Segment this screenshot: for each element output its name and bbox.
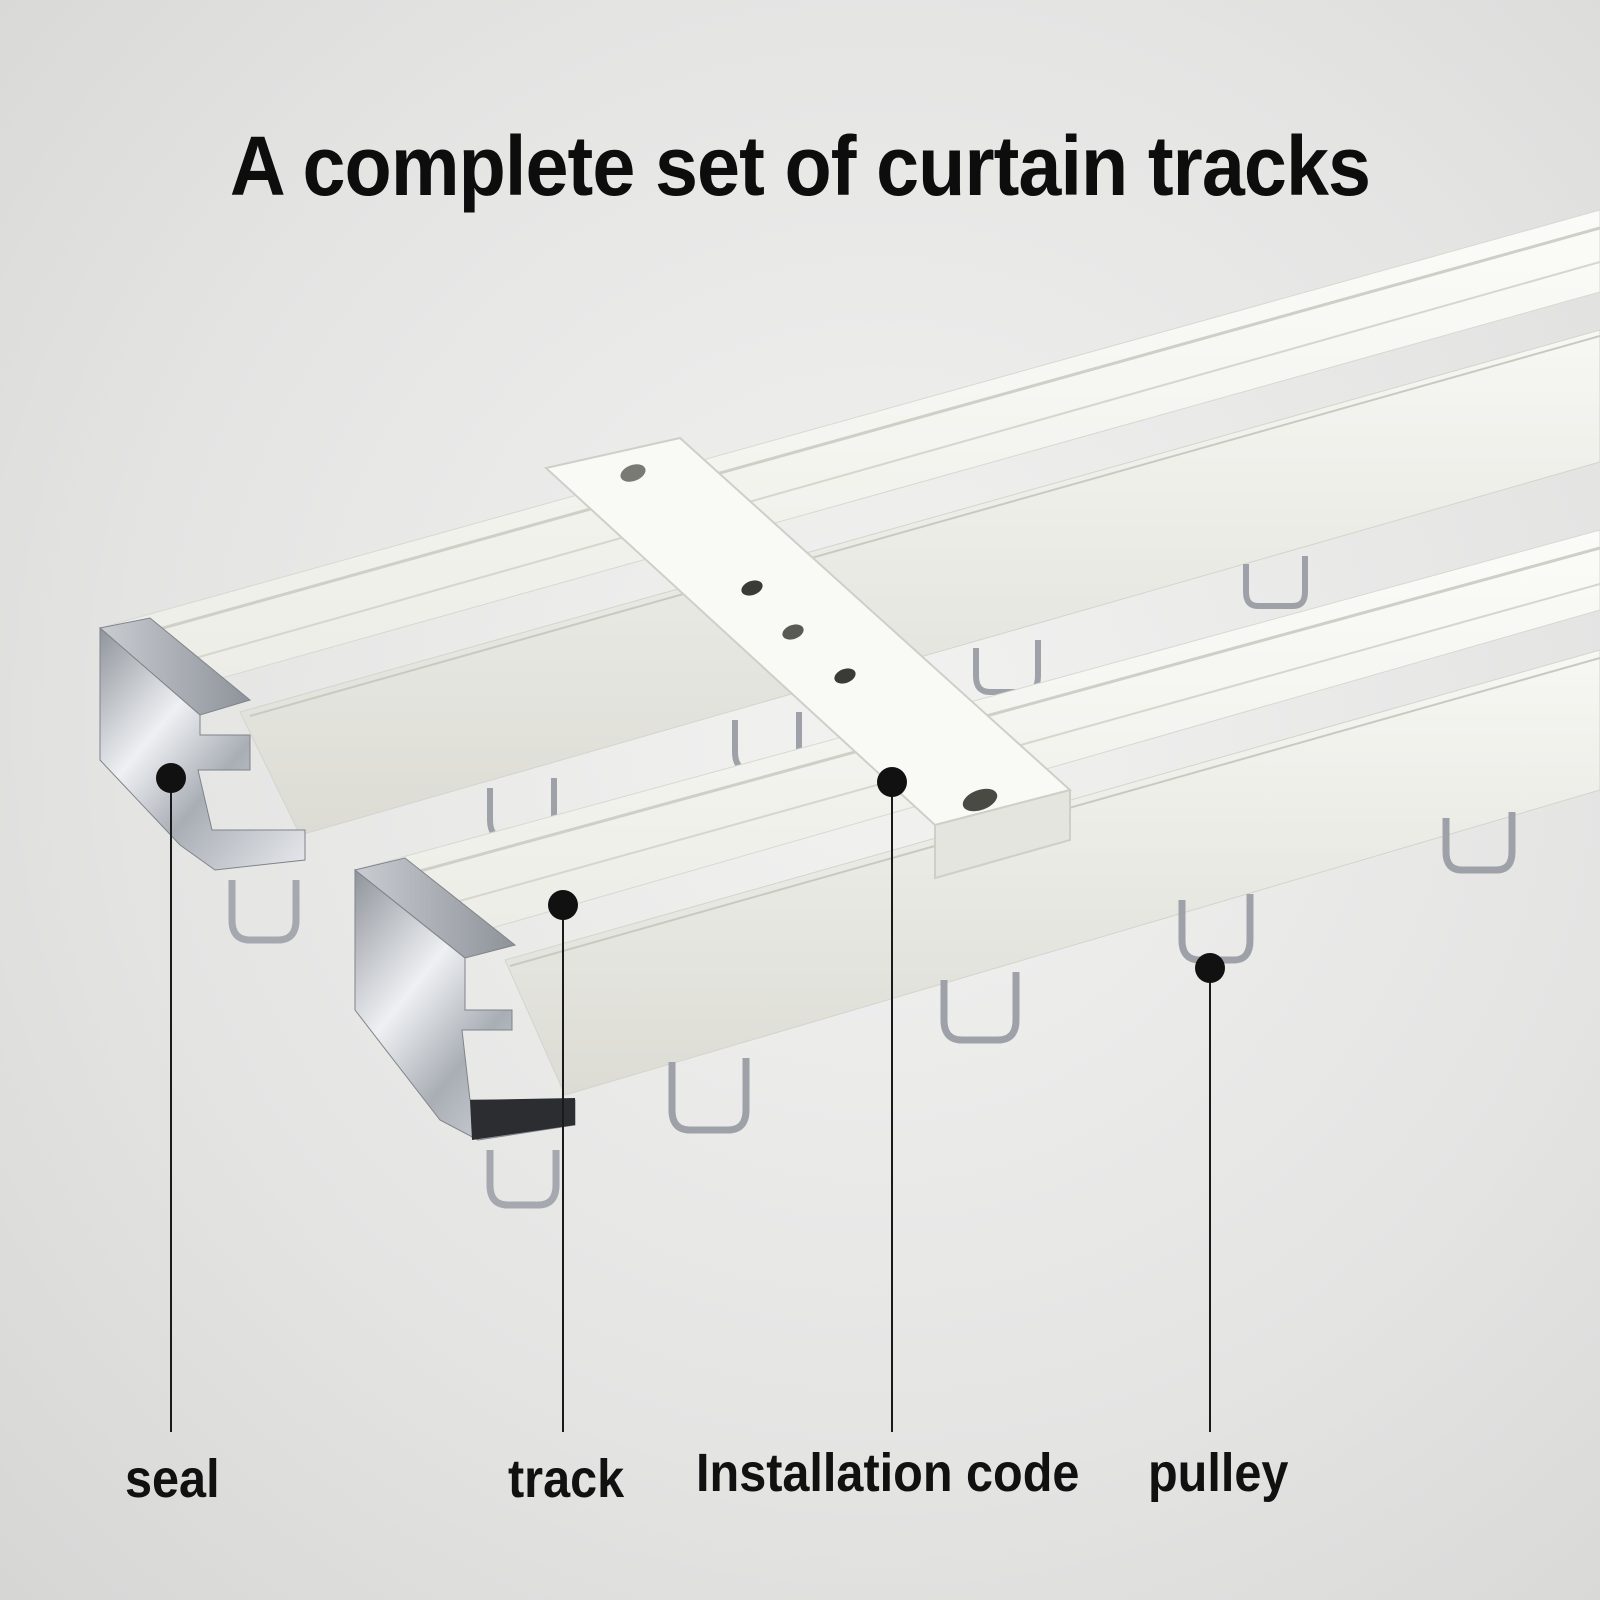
pulley-hook [973,640,1041,695]
bracket-slot [962,788,998,812]
end-hook [486,1150,560,1209]
callout-installation-code [877,767,907,1432]
callout-dot [548,890,578,920]
front-end-seal [353,857,576,1209]
bracket-hole [834,668,856,684]
pulley-hook [1243,556,1308,609]
pulley-hook [668,1058,750,1134]
track-label: track [508,1449,625,1509]
installation-code-label: Installation code [696,1443,1080,1503]
headline: A complete set of curtain tracks [229,119,1371,213]
pulley-hook [1442,812,1516,874]
end-hook [228,880,300,944]
bracket-hole [782,624,804,640]
bracket-hole [741,580,763,596]
seal-label: seal [125,1449,220,1509]
back-end-seal [98,617,306,944]
callout-dot [877,767,907,797]
callout-seal [156,763,186,1432]
bracket-slot [620,464,646,482]
mounting-bracket [543,436,1073,880]
callout-pulley [1195,953,1225,1432]
callout-dot [1195,953,1225,983]
callout-dot [156,763,186,793]
pulley-label: pulley [1148,1443,1289,1503]
back-track-rail [99,209,1600,836]
pulley-hook [940,972,1020,1044]
callout-track [548,890,578,1432]
